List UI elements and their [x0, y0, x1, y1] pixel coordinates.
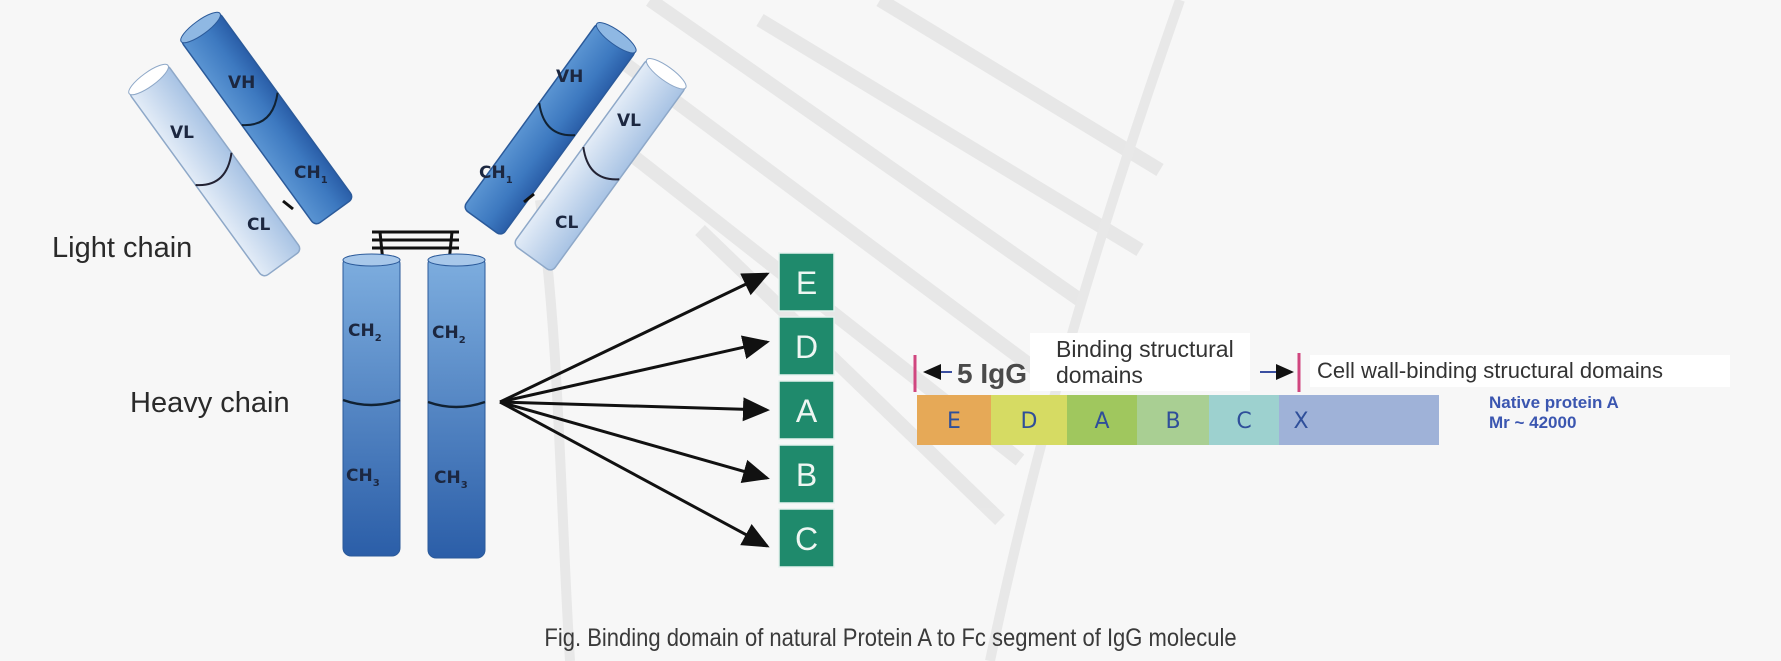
- binding-title-background: [1030, 333, 1250, 391]
- arrow-to-a: [499, 397, 770, 422]
- bar-segment-x: X: [1279, 395, 1439, 445]
- domain-box-label: D: [795, 329, 818, 365]
- left-light-chain: [128, 63, 301, 277]
- domain-box-label: B: [796, 457, 817, 493]
- igg-count-label: 5 IgG: [957, 358, 1028, 389]
- fc-right-ch3-label: CH3: [434, 468, 468, 491]
- fc-right-column: [427, 253, 486, 559]
- cell-wall-domains-label: Cell wall-binding structural domains: [1317, 358, 1664, 383]
- domain-box-label: A: [796, 393, 818, 429]
- bar-segment-label: D: [1021, 409, 1038, 434]
- bar-segment-c: C: [1209, 395, 1279, 445]
- bar-segment-a: A: [1067, 395, 1137, 445]
- binding-domains-title: Binding structural domains: [1056, 336, 1234, 388]
- left-vl-label: VL: [170, 123, 194, 143]
- arrow-to-c: [499, 400, 770, 548]
- left-heavy-arm: [180, 11, 353, 225]
- right-vh-label: VH: [556, 67, 583, 87]
- bar-segment-label: C: [1236, 409, 1251, 434]
- left-ch1-label: CH1: [294, 163, 328, 186]
- fc-left-ch3-label: CH3: [346, 466, 380, 489]
- right-ch1-label: CH1: [479, 163, 513, 186]
- bar-segment-b: B: [1137, 395, 1209, 445]
- cell-wall-label-background: [1310, 355, 1730, 387]
- right-heavy-arm: [464, 22, 637, 235]
- bar-segment-label: X: [1293, 409, 1308, 434]
- bar-segment-label: A: [1094, 409, 1109, 434]
- bar-segment-label: E: [947, 409, 961, 434]
- bar-segment-d: D: [991, 395, 1067, 445]
- domain-box-a: A: [778, 380, 835, 440]
- left-cl-label: CL: [247, 215, 270, 235]
- right-light-chain: [514, 58, 687, 271]
- left-vh-label: VH: [228, 73, 255, 93]
- right-cl-label: CL: [555, 213, 578, 233]
- light-chain-label: Light chain: [52, 232, 193, 264]
- figure-caption: Fig. Binding domain of natural Protein A…: [544, 624, 1237, 652]
- arrow-to-b: [499, 400, 770, 483]
- fc-left-ch2-label: CH2: [348, 321, 382, 344]
- bar-segment-e: E: [917, 395, 991, 445]
- fc-left-column: [342, 253, 401, 557]
- fc-right-ch2-label: CH2: [432, 323, 466, 346]
- range-markers: [913, 353, 1301, 392]
- domain-box-c: C: [778, 508, 835, 568]
- binding-arrows: [499, 272, 770, 548]
- arrow-to-d: [499, 335, 770, 404]
- domain-box-b: B: [778, 444, 835, 504]
- native-protein-name: Native protein A: [1489, 393, 1619, 412]
- disulfide-bonds: [282, 192, 535, 263]
- domain-box-d: D: [778, 316, 835, 376]
- bar-segment-label: B: [1165, 409, 1180, 434]
- right-vl-label: VL: [617, 111, 641, 131]
- domain-box-e: E: [778, 252, 835, 312]
- arrow-to-e: [499, 272, 770, 404]
- domain-box-label: E: [796, 265, 817, 301]
- heavy-chain-label: Heavy chain: [130, 387, 290, 419]
- native-protein-mr: Mr ~ 42000: [1489, 413, 1577, 432]
- domain-box-label: C: [795, 521, 818, 557]
